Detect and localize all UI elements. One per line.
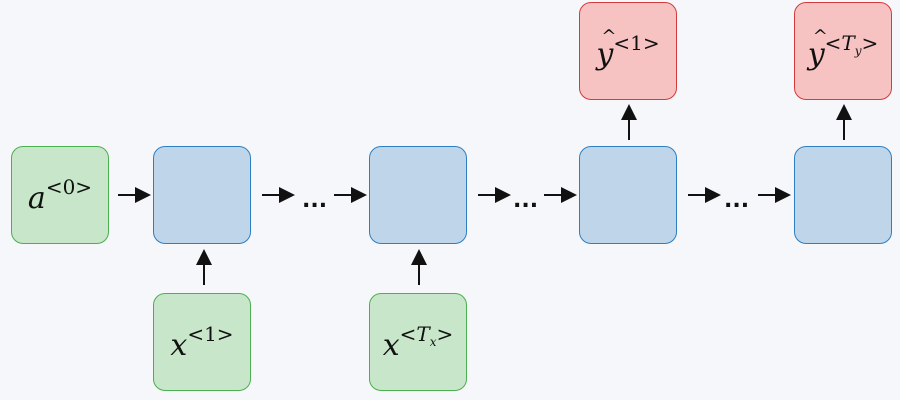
ellipsis-1: ... <box>302 188 328 213</box>
rnn-cell-3 <box>579 146 677 244</box>
ellipsis-3: ... <box>724 188 750 213</box>
input-xTx-label: x<Tx> <box>382 321 454 363</box>
rnn-cell-2 <box>369 146 467 244</box>
output-node-y1: y<1> <box>579 2 677 100</box>
output-yTy-label: y<Ty> <box>808 28 879 70</box>
rnn-cell-1 <box>153 146 251 244</box>
input-node-xTx: x<Tx> <box>369 293 467 391</box>
ellipsis-2: ... <box>513 188 539 213</box>
initial-activation-node: a<0> <box>11 146 109 244</box>
input-x1-label: x<1> <box>170 321 234 363</box>
output-y1-label: y<1> <box>596 28 659 70</box>
output-node-yTy: y<Ty> <box>794 2 892 100</box>
initial-activation-label: a<0> <box>27 174 93 216</box>
input-node-x1: x<1> <box>153 293 251 391</box>
rnn-cell-4 <box>794 146 892 244</box>
